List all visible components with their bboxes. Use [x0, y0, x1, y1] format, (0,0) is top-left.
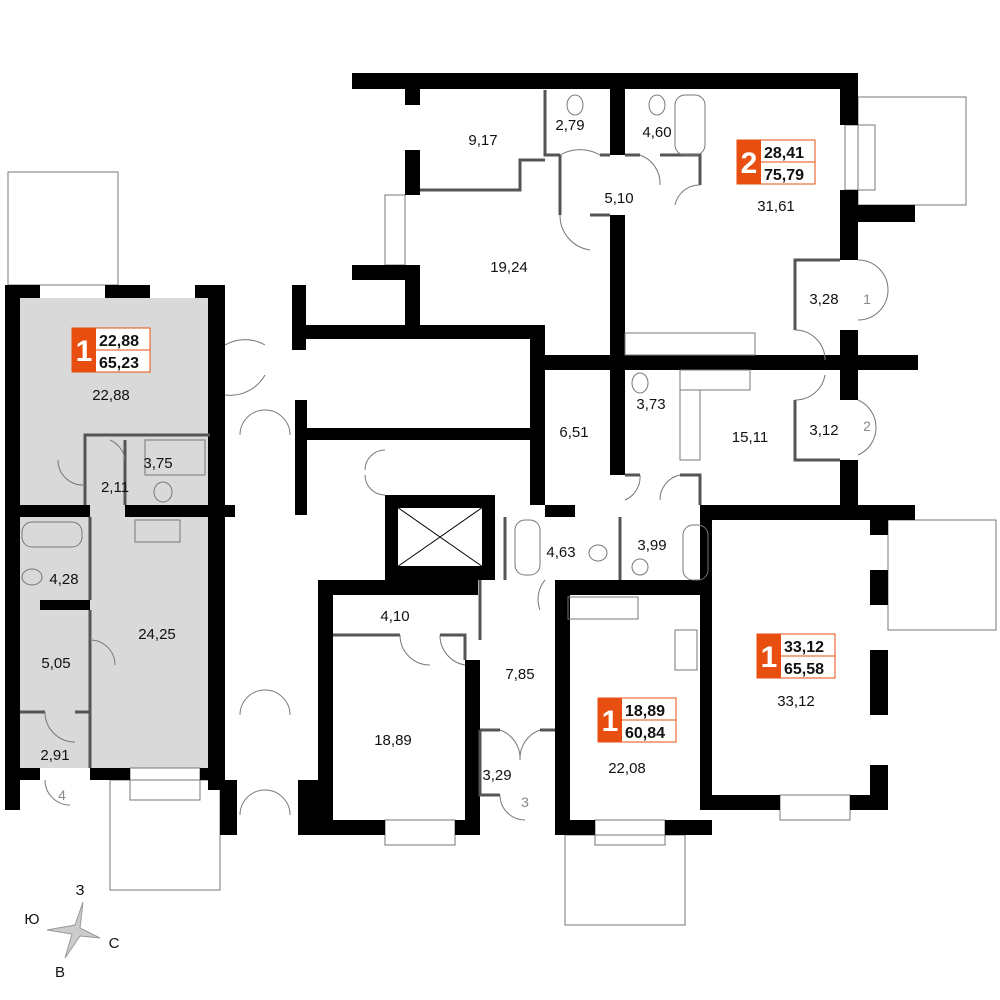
fixtures	[21, 94, 756, 671]
entrance-number: 3	[521, 794, 529, 810]
rooms-count: 1	[761, 641, 778, 674]
room-area: 22,08	[608, 760, 646, 777]
room-area: 2,11	[101, 479, 129, 496]
room-area-labels: 22,88 2,11 3,75 4,28 24,25 5,05 2,91 9,1…	[40, 117, 838, 784]
total-area: 65,58	[784, 661, 824, 678]
entrance-number: 1	[863, 291, 871, 307]
apartment-badge[interactable]: 1 22,88 65,23	[71, 327, 151, 373]
compass-south: В	[55, 964, 65, 981]
shaded-unit-area	[20, 298, 210, 768]
living-area: 28,41	[764, 145, 804, 162]
compass-east: С	[109, 935, 120, 952]
room-area: 3,28	[809, 291, 838, 308]
room-area: 6,51	[559, 424, 588, 441]
rooms-count: 2	[741, 147, 758, 180]
room-area: 4,28	[49, 571, 78, 588]
room-area: 5,05	[41, 655, 70, 672]
compass-west: Ю	[24, 911, 39, 928]
room-area: 18,89	[374, 732, 412, 749]
room-area: 2,91	[40, 747, 69, 764]
room-area: 33,12	[777, 693, 815, 710]
room-area: 3,99	[637, 537, 666, 554]
total-area: 75,79	[764, 167, 804, 184]
room-area: 3,73	[636, 396, 665, 413]
apartment-badge[interactable]: 2 28,41 75,79	[736, 139, 816, 185]
apartment-badge[interactable]: 1 33,12 65,58	[756, 633, 836, 679]
room-area: 19,24	[490, 259, 528, 276]
total-area: 65,23	[99, 355, 139, 372]
elevator	[396, 506, 484, 568]
walls	[5, 73, 918, 835]
compass: З Ю С В	[24, 882, 119, 981]
room-area: 4,63	[546, 544, 575, 561]
compass-north: З	[75, 882, 84, 899]
partitions	[20, 90, 840, 797]
room-area: 3,75	[143, 455, 172, 472]
living-area: 18,89	[625, 703, 665, 720]
living-area: 33,12	[784, 639, 824, 656]
entrance-number: 4	[58, 787, 66, 803]
rooms-count: 1	[602, 705, 619, 738]
door-swings	[44, 149, 889, 821]
room-area: 5,10	[604, 190, 633, 207]
room-area: 3,12	[809, 422, 838, 439]
room-area: 9,17	[468, 132, 497, 149]
apartment-badge[interactable]: 1 18,89 60,84	[597, 697, 677, 743]
room-area: 7,85	[505, 666, 534, 683]
living-area: 22,88	[99, 333, 139, 350]
entrance-numbers: 1 2 3 4	[58, 291, 871, 810]
room-area: 24,25	[138, 626, 176, 643]
room-area: 4,60	[642, 124, 671, 141]
rooms-count: 1	[76, 335, 93, 368]
room-area: 22,88	[92, 387, 130, 404]
room-area: 31,61	[757, 198, 795, 215]
entrance-number: 2	[863, 418, 871, 434]
room-area: 2,79	[555, 117, 584, 134]
room-area: 4,10	[380, 608, 409, 625]
room-area: 3,29	[482, 767, 511, 784]
total-area: 60,84	[625, 725, 665, 742]
compass-rose-icon	[46, 901, 101, 959]
room-area: 15,11	[732, 429, 768, 446]
